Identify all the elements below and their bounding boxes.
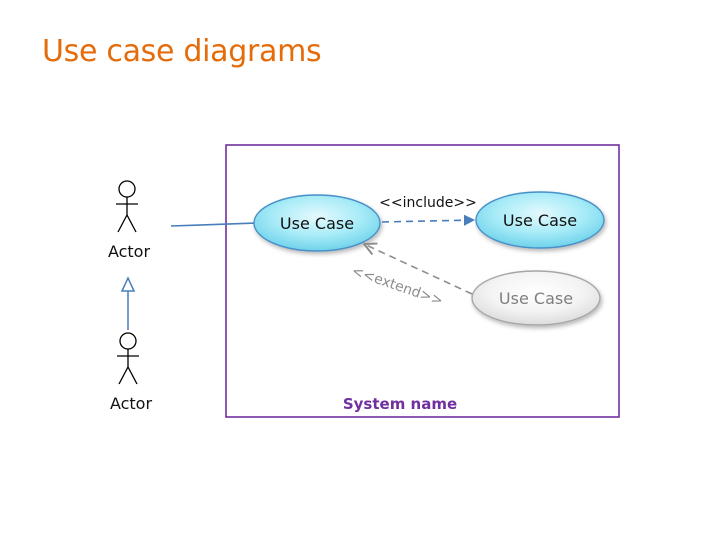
system-boundary xyxy=(225,144,620,418)
use-case-main[interactable]: Use Case xyxy=(253,194,381,252)
use-case-included[interactable]: Use Case xyxy=(475,191,605,249)
use-case-extending[interactable]: Use Case xyxy=(471,270,601,326)
actor-bottom-label: Actor xyxy=(110,394,153,413)
actor-bottom-figure xyxy=(117,332,139,385)
use-case-main-label: Use Case xyxy=(280,214,354,233)
use-case-included-label: Use Case xyxy=(503,211,577,230)
generalization-arrow xyxy=(120,276,136,330)
extend-label: <<extend>> xyxy=(350,263,445,309)
include-label: <<include>> xyxy=(379,195,477,211)
actor-top-figure xyxy=(116,180,138,233)
system-name-label: System name xyxy=(343,395,457,413)
actor-top-label: Actor xyxy=(108,242,151,261)
association-line xyxy=(170,222,257,227)
include-arrow xyxy=(381,214,476,226)
use-case-extending-label: Use Case xyxy=(499,289,573,308)
slide-title: Use case diagrams xyxy=(42,34,322,69)
extend-arrow xyxy=(364,244,473,295)
